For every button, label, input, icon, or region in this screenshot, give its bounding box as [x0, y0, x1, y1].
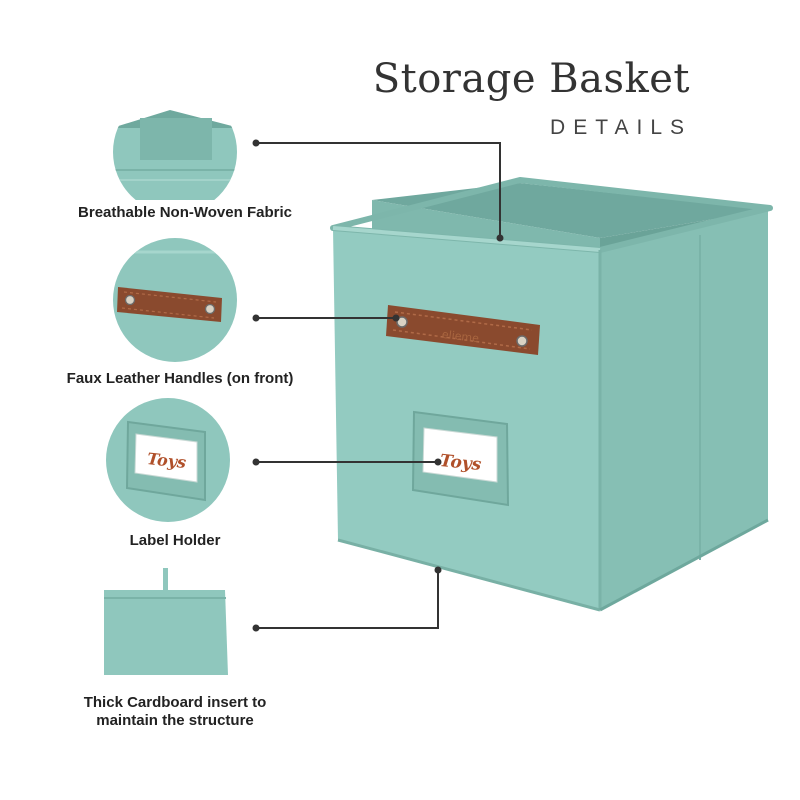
- feature-caption-label: Label Holder: [129, 532, 221, 549]
- page-title: Storage Basket: [372, 56, 690, 102]
- svg-text:elieme: elieme: [441, 328, 480, 345]
- basket-label-text: Toys: [439, 451, 483, 475]
- feature-caption-fabric: Breathable Non-Woven Fabric: [78, 204, 292, 221]
- feature-caption-cardboard: Thick Cardboard insert to maintain the s…: [50, 694, 300, 730]
- icon-label-text: Toys: [146, 449, 187, 472]
- page-subtitle: DETAILS: [550, 116, 692, 139]
- label-holder-icon: Toys: [106, 398, 230, 522]
- basket-handle: elieme: [386, 305, 540, 355]
- storage-basket: elieme Toys: [330, 177, 773, 612]
- cardboard-insert-icon: [104, 568, 228, 675]
- feature-caption-cardboard-line2: maintain the structure: [96, 712, 254, 729]
- feature-caption-handles: Faux Leather Handles (on front): [66, 370, 294, 387]
- pointer-lines: [256, 142, 501, 629]
- fabric-corner-icon: [113, 90, 237, 214]
- basket-side-panel: [600, 210, 768, 610]
- feature-caption-cardboard-line1: Thick Cardboard insert to: [83, 694, 267, 711]
- basket-label-holder: Toys: [411, 410, 510, 507]
- pointer-dots: [252, 139, 504, 632]
- leather-handle-icon: [113, 238, 237, 362]
